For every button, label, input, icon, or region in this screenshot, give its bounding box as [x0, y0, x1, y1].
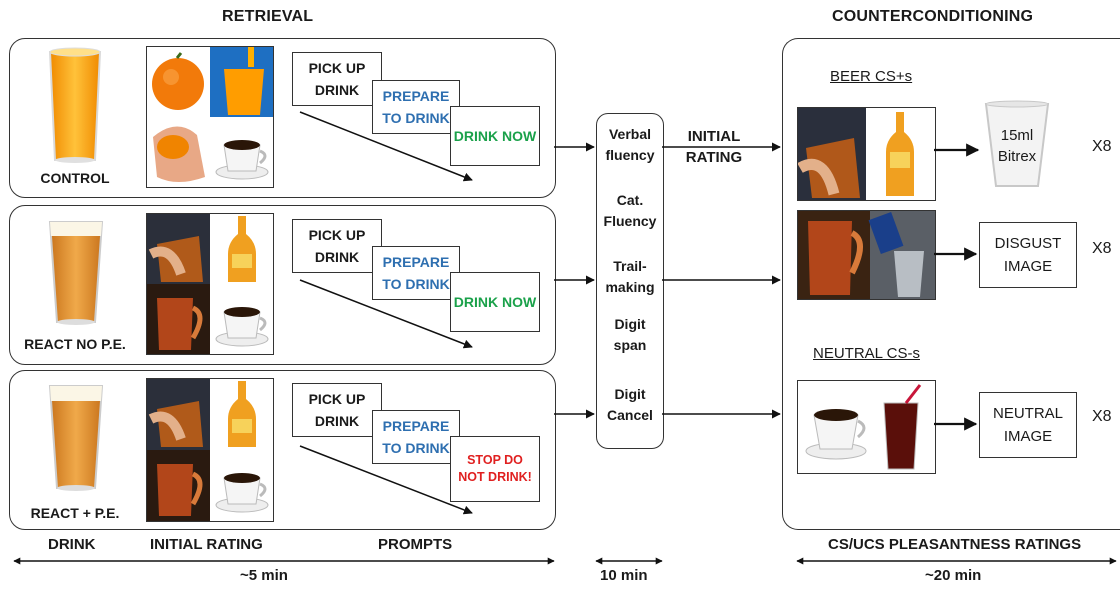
beer-cs-images-2 — [797, 210, 936, 300]
prompt-pick-up-control: PICK UP DRINK — [292, 52, 382, 106]
prompt-final-react-pe: STOP DO NOT DRINK! — [450, 436, 540, 502]
beer-cs-images-1 — [797, 107, 936, 201]
juice-pour-icon — [210, 47, 273, 117]
retrieval-header: RETRIEVAL — [222, 8, 314, 25]
bottom-label-drink: DRINK — [48, 536, 96, 553]
task-digit-span: Digit span — [613, 316, 647, 353]
initial-rating-images-react-no-pe — [146, 213, 274, 355]
prompt-final-control: DRINK NOW — [450, 106, 540, 166]
duration-counterconditioning: ~20 min — [925, 567, 982, 584]
prompt-prepare-react-pe: PREPARE TO DRINK — [372, 410, 460, 464]
beer-pint-icon — [48, 221, 104, 325]
cognitive-tasks-box: Verbal fluency Cat. Fluency Trail-making… — [596, 113, 664, 449]
task-digit-cancel: Digit Cancel — [607, 386, 653, 423]
duration-retrieval: ~5 min — [240, 567, 288, 584]
row-label-react-pe: REACT + P.E. — [30, 505, 120, 521]
repetitions-beer-2: X8 — [1092, 240, 1112, 257]
neutral-image-box: NEUTRAL IMAGE — [979, 392, 1077, 458]
initial-rating-images-react-pe — [146, 378, 274, 522]
task-cat-fluency: Cat. Fluency — [603, 192, 657, 229]
hand-orange-icon — [153, 126, 205, 182]
initial-rating-images-control — [146, 46, 274, 188]
row-label-control: CONTROL — [40, 170, 110, 186]
beer-cs-label: BEER CS+s — [830, 68, 913, 85]
paper-cup-icon — [984, 100, 1050, 187]
beer-mug-icon — [147, 284, 210, 354]
bottom-label-cs-ucs: CS/UCS PLEASANTNESS RATINGS — [828, 536, 1082, 553]
disgust-image-box: DISGUST IMAGE — [979, 222, 1077, 288]
orange-icon — [152, 52, 204, 110]
prompt-final-react-no-pe: DRINK NOW — [450, 272, 540, 332]
counterconditioning-header: COUNTERCONDITIONING — [832, 8, 1034, 25]
coffee-cup-icon — [215, 307, 269, 347]
prompt-prepare-control: PREPARE TO DRINK — [372, 80, 460, 134]
beer-bottle-icon — [228, 381, 256, 447]
coffee-cup-icon — [215, 140, 269, 180]
beer-pint-icon — [48, 385, 104, 491]
beer-mug-icon — [147, 450, 210, 521]
duration-tasks: 10 min — [600, 567, 648, 584]
initial-rating-label: INITIAL RATING — [685, 128, 743, 166]
beer-bottle-icon — [228, 216, 256, 282]
coffee-cup-icon — [215, 473, 269, 513]
orange-juice-glass-icon — [48, 47, 102, 163]
neutral-cs-images — [797, 380, 936, 474]
bitrex-label: 15ml Bitrex — [997, 127, 1037, 165]
prompt-prepare-react-no-pe: PREPARE TO DRINK — [372, 246, 460, 300]
row-label-react-no-pe: REACT NO P.E. — [24, 336, 126, 352]
beer-tap-icon — [147, 379, 210, 450]
repetitions-beer-1: X8 — [1092, 138, 1112, 155]
neutral-cs-label: NEUTRAL CS-s — [813, 345, 920, 362]
beer-tap-icon — [147, 214, 210, 284]
prompt-pick-up-react-no-pe: PICK UP DRINK — [292, 219, 382, 273]
task-verbal-fluency: Verbal fluency — [605, 126, 655, 163]
bottom-label-initial-rating: INITIAL RATING — [150, 536, 263, 553]
task-trail-making: Trail-making — [605, 258, 655, 295]
bottom-label-prompts: PROMPTS — [378, 536, 453, 553]
repetitions-neutral: X8 — [1092, 408, 1112, 425]
prompt-pick-up-react-pe: PICK UP DRINK — [292, 383, 382, 437]
